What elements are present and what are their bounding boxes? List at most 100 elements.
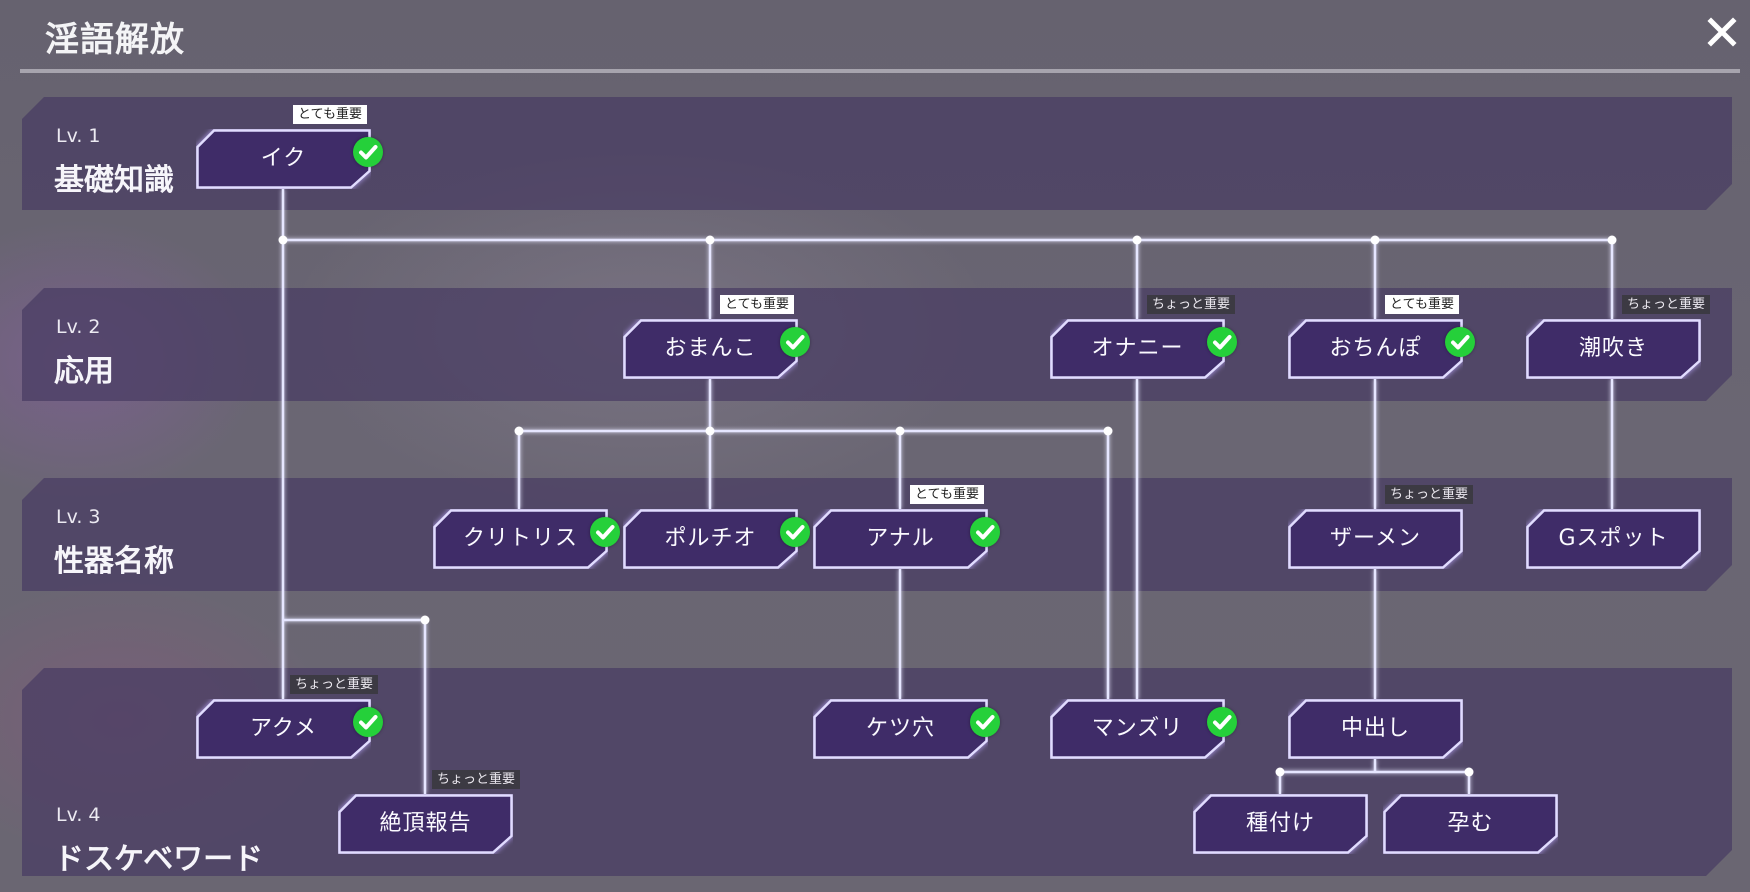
close-icon — [1707, 17, 1737, 47]
node-frame — [813, 509, 988, 569]
level-name: 性器名称 — [54, 544, 174, 579]
importance-tag: ちょっと重要 — [290, 675, 379, 694]
importance-tag: とても重要 — [1385, 295, 1459, 314]
word-node-onani[interactable]: オナニー — [1050, 319, 1237, 379]
importance-tag: ちょっと重要 — [1385, 485, 1474, 504]
level-number: Lv. 3 — [56, 506, 101, 528]
junction-dot — [278, 235, 288, 245]
importance-tag: ちょっと重要 — [432, 770, 521, 789]
node-label: 潮吹き — [1578, 336, 1648, 361]
word-node-haramu[interactable]: 孕む — [1383, 794, 1558, 854]
word-node-omanko[interactable]: おまんこ — [623, 319, 810, 379]
junction-dot — [1464, 767, 1474, 777]
word-node-ochinpo[interactable]: おちんぽ — [1288, 319, 1475, 379]
word-node-anaru[interactable]: アナル — [813, 509, 1000, 569]
word-node-iku[interactable]: イク — [196, 129, 383, 189]
word-node-gspot[interactable]: Gスポット — [1526, 509, 1701, 569]
node-label: クリトリス — [462, 526, 578, 551]
node-label: 中出し — [1340, 716, 1410, 741]
node-frame — [1050, 319, 1225, 379]
unlocked-check — [780, 517, 810, 547]
junction-dot — [514, 426, 524, 436]
word-node-manzuri[interactable]: マンズリ — [1050, 699, 1237, 759]
level-name: 応用 — [54, 354, 114, 389]
unlocked-check — [1445, 327, 1475, 357]
importance-tag: とても重要 — [910, 485, 984, 504]
node-label: アクメ — [249, 716, 318, 741]
word-node-zamen[interactable]: ザーメン — [1288, 509, 1463, 569]
importance-tag: とても重要 — [720, 295, 794, 314]
level-number: Lv. 4 — [56, 804, 101, 826]
unlocked-check — [353, 707, 383, 737]
word-node-poruchio[interactable]: ポルチオ — [623, 509, 810, 569]
header-divider — [20, 69, 1740, 73]
node-label: Gスポット — [1558, 526, 1669, 551]
checkmark-icon — [1213, 335, 1232, 350]
node-frame — [1288, 319, 1463, 379]
node-frame — [1526, 509, 1701, 569]
junction-dot — [1103, 426, 1113, 436]
word-node-zetchou[interactable]: 絶頂報告 — [338, 794, 513, 854]
node-frame — [196, 129, 371, 189]
page-title: 淫語解放 — [45, 20, 185, 60]
node-frame — [1383, 794, 1558, 854]
word-node-akume[interactable]: アクメ — [196, 699, 383, 759]
node-frame — [623, 319, 798, 379]
word-node-ketsuana[interactable]: ケツ穴 — [813, 699, 1000, 759]
junction-dot — [895, 426, 905, 436]
close-button[interactable] — [1706, 14, 1738, 50]
junction-dot — [420, 615, 430, 625]
checkmark-icon — [786, 335, 805, 350]
node-label: マンズリ — [1091, 716, 1184, 741]
node-frame — [1193, 794, 1368, 854]
checkmark-icon — [1213, 715, 1232, 730]
junction-dot — [1275, 767, 1285, 777]
checkmark-icon — [359, 145, 378, 160]
level-name: 基礎知識 — [54, 163, 174, 198]
unlocked-check — [1207, 327, 1237, 357]
junction-dot — [1607, 235, 1617, 245]
checkmark-icon — [786, 525, 805, 540]
node-frame — [1526, 319, 1701, 379]
word-node-shiofuki[interactable]: 潮吹き — [1526, 319, 1701, 379]
unlocked-check — [780, 327, 810, 357]
level-name: ドスケベワード — [54, 842, 264, 877]
level-number: Lv. 1 — [56, 125, 101, 147]
node-frame — [196, 699, 371, 759]
checkmark-icon — [976, 525, 995, 540]
node-frame — [1050, 699, 1225, 759]
junction-dot — [705, 235, 715, 245]
checkmark-icon — [976, 715, 995, 730]
importance-tag: ちょっと重要 — [1622, 295, 1711, 314]
node-frame — [1288, 509, 1463, 569]
node-label: ザーメン — [1329, 526, 1422, 551]
unlocked-check — [353, 137, 383, 167]
junction-dot — [705, 426, 715, 436]
checkmark-icon — [359, 715, 378, 730]
node-label: おちんぽ — [1329, 336, 1422, 361]
unlocked-check — [590, 517, 620, 547]
level-number: Lv. 2 — [56, 316, 101, 338]
connector-nakadashi-bus — [1278, 759, 1471, 794]
word-node-tanetsuke[interactable]: 種付け — [1193, 794, 1368, 854]
node-frame — [338, 794, 513, 854]
checkmark-icon — [596, 525, 615, 540]
unlocked-check — [1207, 707, 1237, 737]
word-node-kuritorisu[interactable]: クリトリス — [433, 509, 620, 569]
junction-dot — [1370, 235, 1380, 245]
word-node-nakadashi[interactable]: 中出し — [1288, 699, 1463, 759]
unlocked-check — [970, 707, 1000, 737]
node-label: アナル — [866, 526, 935, 551]
node-label: 孕む — [1447, 811, 1494, 836]
node-label: 絶頂報告 — [379, 811, 472, 836]
node-frame — [433, 509, 608, 569]
importance-tag: ちょっと重要 — [1147, 295, 1236, 314]
importance-tag: とても重要 — [293, 105, 367, 124]
node-label: おまんこ — [664, 336, 757, 361]
node-label: 種付け — [1245, 811, 1315, 836]
node-frame — [1288, 699, 1463, 759]
node-label: オナニー — [1091, 336, 1184, 361]
junction-dot — [1132, 235, 1142, 245]
checkmark-icon — [1451, 335, 1470, 350]
node-frame — [623, 509, 798, 569]
